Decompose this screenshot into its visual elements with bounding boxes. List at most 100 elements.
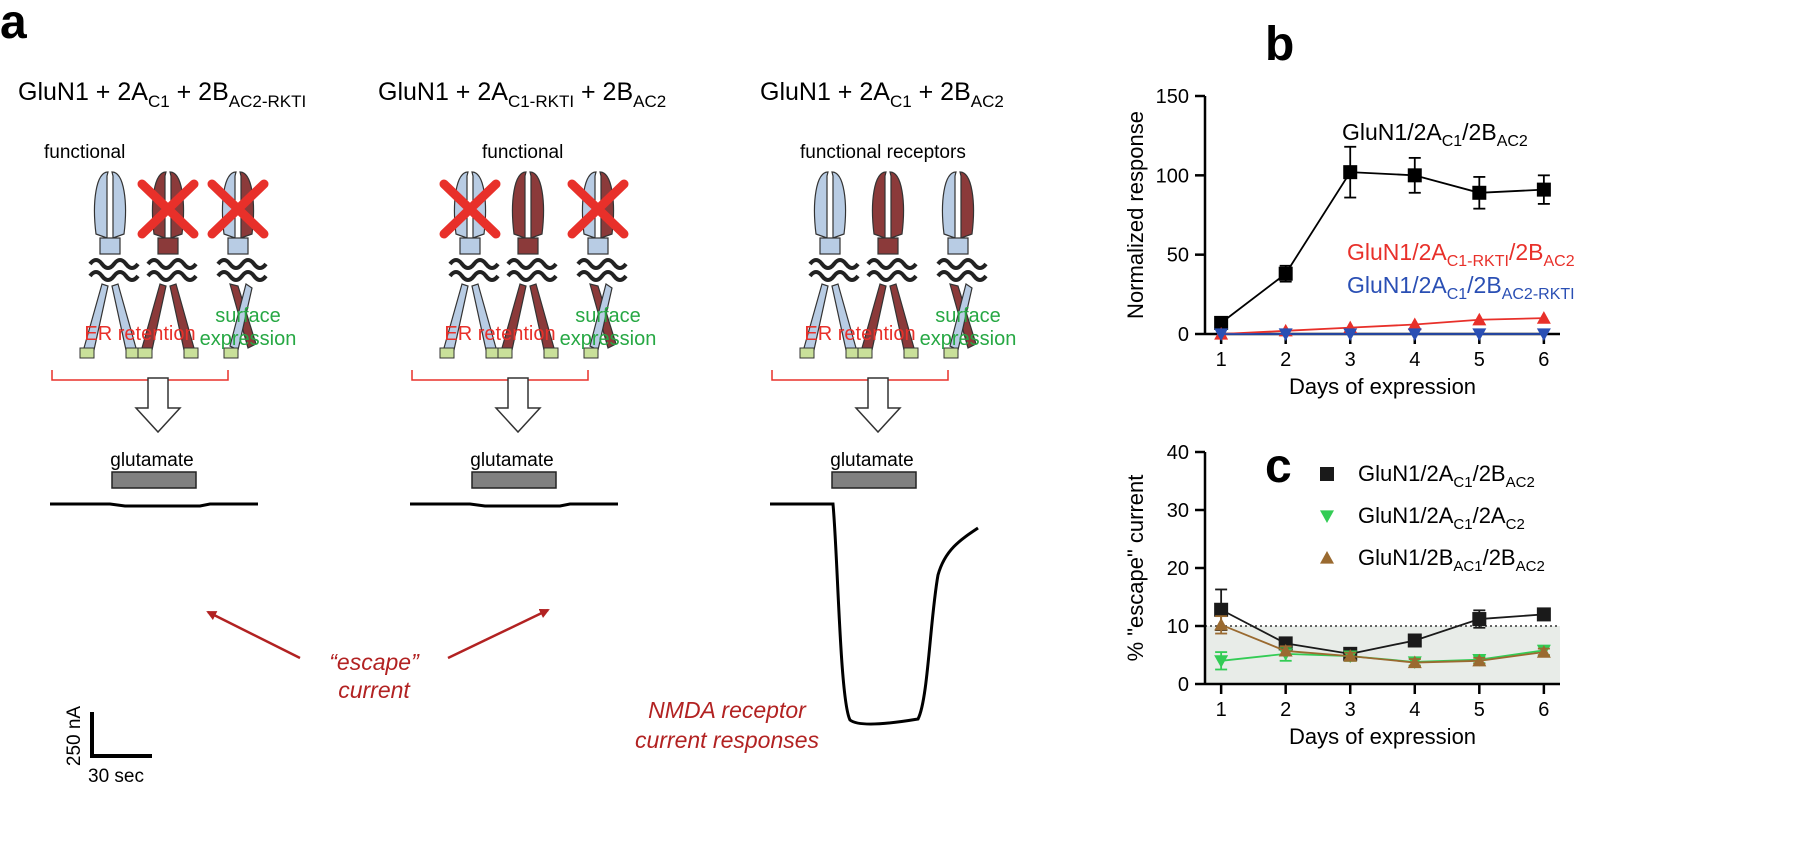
x-tick-label: 4	[1409, 699, 1420, 721]
membrane-loop-bottom	[216, 270, 268, 282]
data-point	[1407, 168, 1422, 183]
column-title: GluN1 + 2AC1 + 2BAC2	[760, 78, 1004, 111]
text-part: /2B	[1473, 461, 1506, 486]
x-tick-label: 2	[1280, 699, 1291, 721]
x-tick-label: 1	[1216, 349, 1227, 371]
data-point	[1214, 602, 1229, 617]
data-point	[1472, 612, 1487, 627]
subunit-tip-right	[543, 347, 559, 359]
membrane-loop-top	[866, 258, 918, 270]
data-point	[1214, 655, 1229, 668]
subunit-linker	[587, 237, 609, 255]
series-line	[1220, 624, 1544, 664]
legend-label: GluN1/2BAC1/2BAC2	[1358, 545, 1545, 575]
membrane-loop-top	[576, 258, 628, 270]
glutamate-bar	[111, 471, 197, 489]
subscript-part: AC2	[633, 92, 666, 111]
legend-marker	[1320, 467, 1334, 481]
subunit-lobe-right	[831, 171, 847, 239]
column-title: GluN1 + 2AC1 + 2BAC2-RKTI	[18, 78, 306, 111]
data-point	[1343, 165, 1358, 180]
scale-bar: 250 nA 30 sec	[64, 706, 152, 787]
current-trace	[410, 502, 618, 508]
text-part: GluN1/2A	[1358, 503, 1454, 528]
current-trace	[770, 502, 979, 726]
legend-item-1: GluN1/2AC1/2BAC2	[1320, 461, 1535, 491]
text-part: /2B	[1462, 119, 1497, 145]
receptor-mixed	[207, 171, 269, 359]
subunit-tip	[943, 347, 959, 359]
column-title: GluN1 + 2AC1-RKTI + 2BAC2	[378, 78, 666, 111]
legend-label: GluN1/2AC1/2BAC2	[1358, 461, 1535, 491]
subunit-lobe-left	[871, 171, 887, 239]
series-label: GluN1/2AC1-RKTI/2BAC2	[1347, 239, 1575, 270]
text-part: /2B	[1467, 272, 1502, 298]
text-part: GluN1/2A	[1347, 239, 1447, 265]
surface-label: surface	[575, 305, 641, 327]
escape-annotation: “escape” current	[206, 608, 550, 703]
subunit-linker	[227, 237, 249, 255]
data-point	[1407, 317, 1422, 331]
text-part: GluN1/2A	[1347, 272, 1447, 298]
subscript-part: AC2	[1497, 133, 1528, 150]
receptor-dark	[497, 171, 559, 359]
text-part: GluN1/2A	[1342, 119, 1442, 145]
subunit-tip-left	[497, 347, 513, 359]
escape-label-line2: current	[338, 677, 411, 703]
escape-arrow-right	[447, 608, 550, 660]
data-point	[1472, 328, 1487, 341]
membrane-loop-top	[506, 258, 558, 270]
data-point	[1472, 312, 1487, 326]
glutamate-label: glutamate	[470, 450, 553, 471]
functional-label: functional receptors	[800, 142, 966, 163]
text-part: GluN1/2A	[1358, 461, 1454, 486]
expression-label: expression	[200, 328, 297, 350]
series-line	[1220, 608, 1544, 655]
x-tick-label: 6	[1538, 349, 1549, 371]
text-part: GluN1 + 2A	[760, 78, 890, 106]
membrane-loop-bottom	[936, 270, 988, 282]
panel-c-letter: c	[1265, 440, 1292, 493]
legend-label: GluN1/2AC1/2AC2	[1358, 503, 1525, 533]
subscript-part: C1	[890, 92, 912, 111]
scale-bar-y-label: 250 nA	[64, 706, 85, 767]
membrane-loop-top	[808, 258, 860, 270]
data-point	[1214, 617, 1229, 631]
series-1	[1214, 145, 1551, 330]
membrane-loop-bottom	[448, 270, 500, 282]
subunit-tip-right	[903, 347, 919, 359]
y-tick-label: 50	[1167, 245, 1189, 267]
glutamate-bar	[471, 471, 557, 489]
receptor-light	[79, 171, 141, 359]
x-tick-label: 1	[1216, 699, 1227, 721]
subunit-linker	[99, 237, 121, 255]
down-arrow	[854, 377, 902, 434]
subscript-part: C1-RKTI	[1447, 253, 1509, 270]
scale-bar-lines	[90, 712, 152, 758]
er-bracket	[51, 370, 229, 381]
membrane-loop-top	[88, 258, 140, 270]
membrane-loop-top	[448, 258, 500, 270]
subscript-part: AC2	[1543, 253, 1574, 270]
y-axis-label: % "escape" current	[1123, 475, 1148, 662]
data-point	[1278, 328, 1293, 341]
y-tick-label: 0	[1178, 324, 1189, 346]
down-arrow	[134, 377, 182, 434]
data-point	[1472, 653, 1487, 667]
subscript-part: C1	[148, 92, 170, 111]
x-tick-label: 5	[1474, 699, 1485, 721]
series-3	[1214, 615, 1551, 669]
subunit-tip-left	[439, 347, 455, 359]
er-bracket	[411, 370, 589, 381]
y-tick-label: 20	[1167, 558, 1189, 580]
glutamate-label: glutamate	[830, 450, 913, 471]
y-tick-label: 10	[1167, 616, 1189, 638]
panel-b-letter: b	[1265, 18, 1294, 71]
text-part: + 2B	[170, 78, 229, 106]
subunit-lobe-right	[529, 171, 545, 239]
data-point	[1536, 607, 1551, 622]
data-point	[1343, 328, 1358, 341]
